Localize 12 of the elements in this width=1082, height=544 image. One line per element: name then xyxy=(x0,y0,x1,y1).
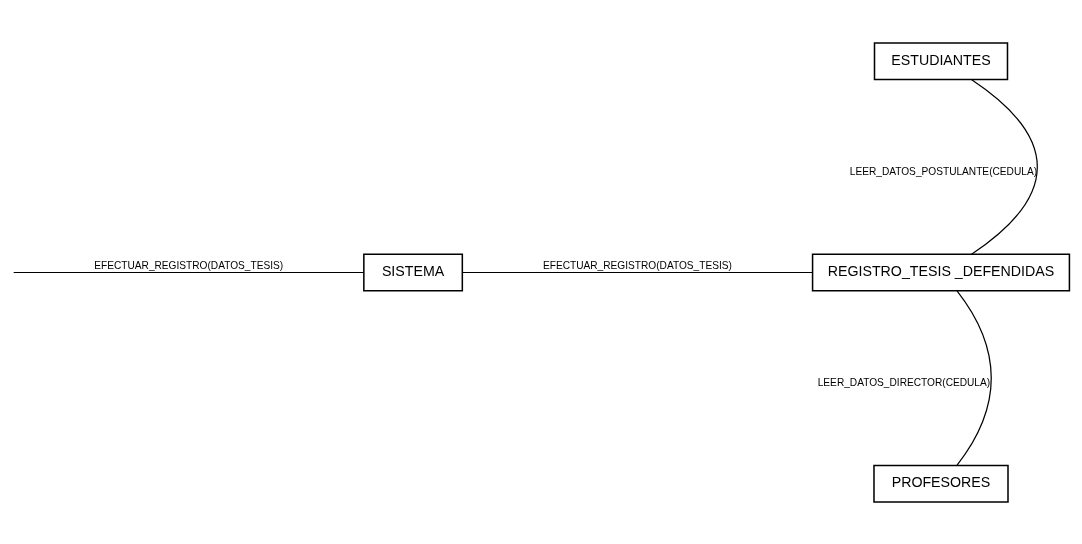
node-box: REGISTRO_TESIS _DEFENDIDAS xyxy=(811,252,1071,292)
edge-label: LEER_DATOS_POSTULANTE(CEDULA) xyxy=(849,165,1038,177)
edge-label: EFECTUAR_REGISTRO(DATOS_TESIS) xyxy=(94,259,284,271)
node-box: PROFESORES xyxy=(873,464,1009,503)
connector xyxy=(956,289,992,466)
connector xyxy=(970,78,1038,255)
node-box: ESTUDIANTES xyxy=(873,41,1009,80)
node-box: SISTEMA xyxy=(363,252,464,292)
connector xyxy=(462,271,814,273)
connector xyxy=(13,271,365,273)
edge-label: EFECTUAR_REGISTRO(DATOS_TESIS) xyxy=(542,259,732,271)
edge-label: LEER_DATOS_DIRECTOR(CEDULA) xyxy=(817,376,991,388)
